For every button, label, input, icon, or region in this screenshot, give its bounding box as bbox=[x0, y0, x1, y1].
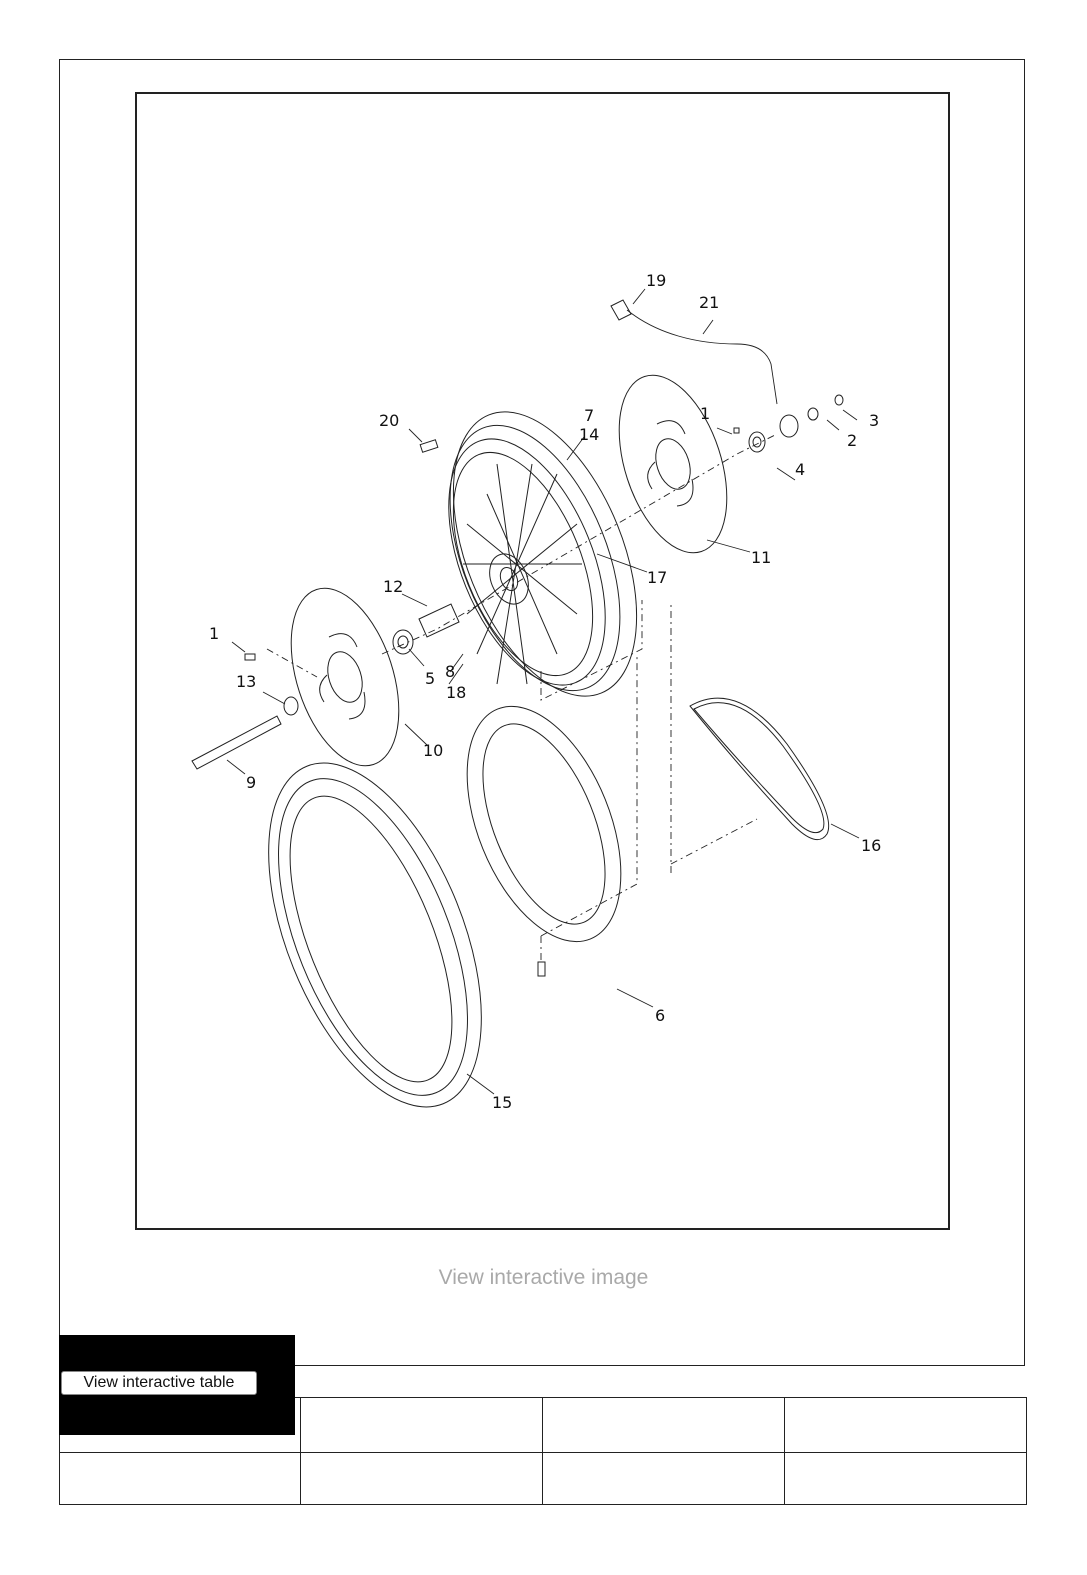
callout-7: 7 bbox=[584, 406, 594, 425]
table-cell bbox=[542, 1452, 785, 1505]
callout-11: 11 bbox=[751, 548, 771, 567]
callout-10: 10 bbox=[423, 741, 443, 760]
callout-20: 20 bbox=[379, 411, 399, 430]
view-interactive-table-button[interactable]: View interactive table bbox=[61, 1371, 257, 1395]
rim-tape-16 bbox=[689, 697, 830, 841]
callout-16: 16 bbox=[861, 836, 881, 855]
table-cell bbox=[784, 1452, 1027, 1505]
callout-14: 14 bbox=[579, 425, 599, 444]
spoked-wheel-7 bbox=[448, 411, 638, 697]
brake-disc-11 bbox=[618, 374, 728, 554]
callout-13: 13 bbox=[236, 672, 256, 691]
dash-lines bbox=[266, 433, 778, 962]
callout-5: 5 bbox=[425, 669, 435, 688]
table-cell bbox=[300, 1452, 543, 1505]
callout-17: 17 bbox=[647, 568, 667, 587]
callout-12: 12 bbox=[383, 577, 403, 596]
callout-15: 15 bbox=[492, 1093, 512, 1112]
wheel-assembly-drawing: 19 21 3 1 2 20 7 14 4 11 17 12 1 5 8 18 … bbox=[191, 271, 881, 1112]
callout-19: 19 bbox=[646, 271, 666, 290]
exploded-parts-diagram: 19 21 3 1 2 20 7 14 4 11 17 12 1 5 8 18 … bbox=[135, 92, 950, 1230]
callout-1-top: 1 bbox=[700, 404, 710, 423]
view-interactive-image-link[interactable]: View interactive image bbox=[438, 1266, 649, 1289]
brake-disc-10 bbox=[290, 587, 400, 767]
front-tire-15 bbox=[268, 762, 482, 1108]
callout-4: 4 bbox=[795, 460, 805, 479]
small-parts bbox=[191, 299, 844, 770]
callout-6: 6 bbox=[655, 1006, 665, 1025]
callout-numbers: 19 21 3 1 2 20 7 14 4 11 17 12 1 5 8 18 … bbox=[209, 271, 881, 1112]
table-header-cell bbox=[542, 1397, 785, 1453]
table-cell bbox=[59, 1452, 301, 1505]
callout-8: 8 bbox=[445, 662, 455, 681]
table-row bbox=[59, 1452, 1027, 1505]
callout-9: 9 bbox=[246, 773, 256, 792]
table-header-cell bbox=[784, 1397, 1027, 1453]
table-header-cell bbox=[300, 1397, 543, 1453]
leader-lines bbox=[226, 288, 860, 1095]
callout-21: 21 bbox=[699, 293, 719, 312]
callout-18: 18 bbox=[446, 683, 466, 702]
callout-1-left: 1 bbox=[209, 624, 219, 643]
inner-tube-6 bbox=[466, 705, 622, 977]
diagram-outer-frame bbox=[59, 59, 1025, 1366]
callout-2: 2 bbox=[847, 431, 857, 450]
callout-3: 3 bbox=[869, 411, 879, 430]
